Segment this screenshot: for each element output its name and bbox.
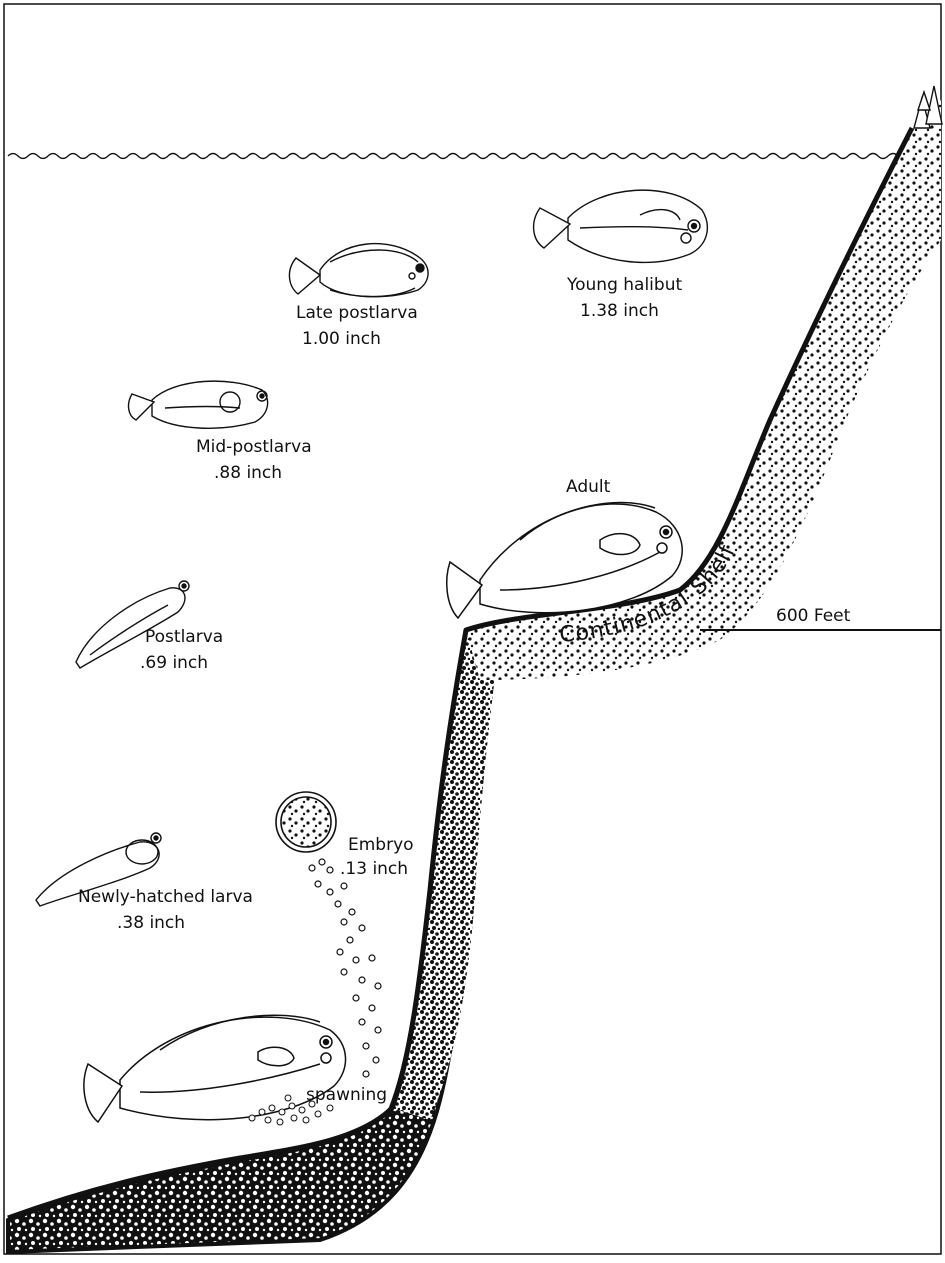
young-halibut-label: Young halibut <box>566 275 682 295</box>
embryo-label: Embryo <box>348 835 414 855</box>
newly-hatched-larva-label: Newly-hatched larva <box>78 887 253 907</box>
embryo-size: .13 inch <box>340 859 408 879</box>
seafloor-profile-line <box>8 128 912 1218</box>
spawning-adult-halibut-icon <box>84 1015 346 1122</box>
newly-hatched-larva-size: .38 inch <box>117 913 185 933</box>
mid-postlarva-fish-icon <box>129 381 268 428</box>
postlarva-label: Postlarva <box>145 627 223 647</box>
mid-postlarva-size: .88 inch <box>214 463 282 483</box>
embryo-egg-icon <box>276 792 336 852</box>
late-postlarva-label: Late postlarva <box>296 303 418 323</box>
adult-label: Adult <box>566 477 611 497</box>
late-postlarva-fish-icon <box>289 244 428 297</box>
young-halibut-size: 1.38 inch <box>580 301 659 321</box>
spawning-label: spawning <box>306 1085 387 1105</box>
depth-600-feet-label: 600 Feet <box>776 606 851 626</box>
postlarva-size: .69 inch <box>140 653 208 673</box>
water-surface-line <box>8 154 908 159</box>
shoreline-trees-icon <box>914 86 942 128</box>
mid-postlarva-label: Mid-postlarva <box>196 437 312 457</box>
young-halibut-fish-icon <box>534 190 708 262</box>
late-postlarva-size: 1.00 inch <box>302 329 381 349</box>
